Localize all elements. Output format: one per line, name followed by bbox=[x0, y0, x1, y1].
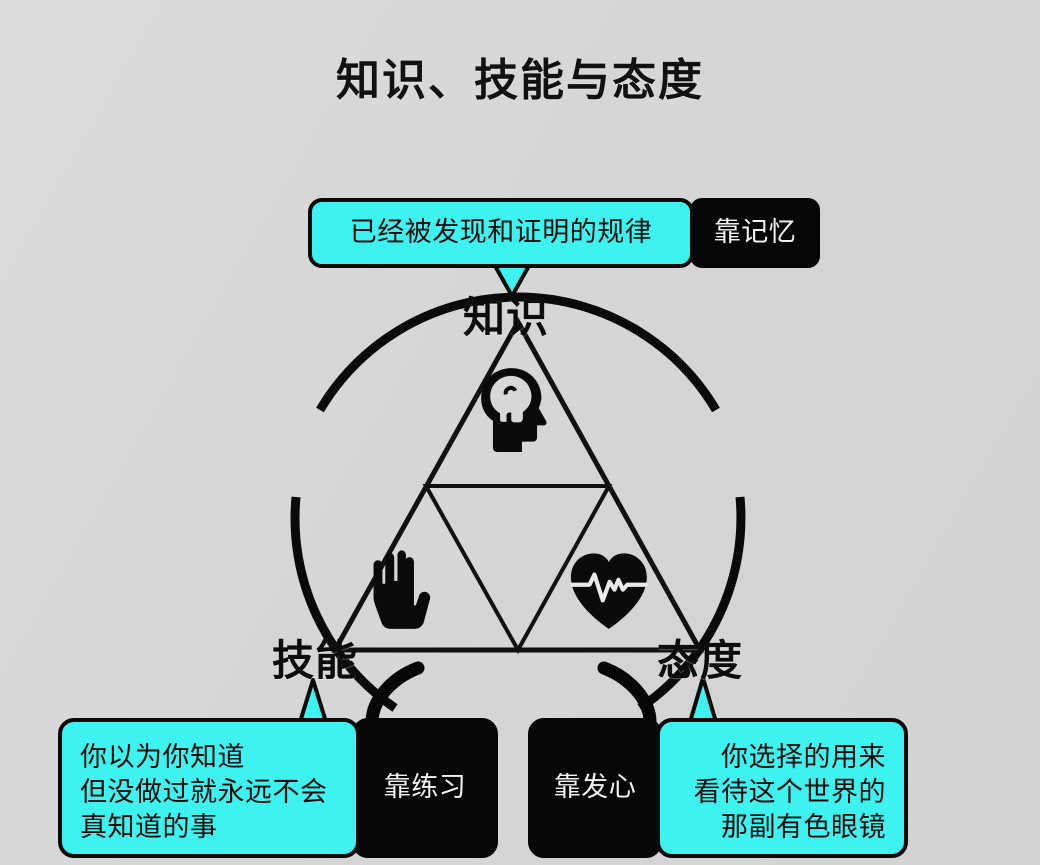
open-hand-icon bbox=[373, 550, 431, 629]
callout-attitude-description: 你选择的用来 看待这个世界的 那副有色眼镜 bbox=[656, 718, 908, 858]
head-brain-icon bbox=[481, 368, 547, 452]
arc-right bbox=[637, 496, 746, 712]
callout-skill-line-3: 真知道的事 bbox=[80, 812, 218, 843]
tail-attitude-method bbox=[597, 661, 657, 729]
callout-attitude-method: 靠发心 bbox=[528, 718, 662, 858]
callout-attitude-line-3: 那副有色眼镜 bbox=[721, 812, 886, 843]
vertex-label-attitude: 态度 bbox=[657, 639, 744, 685]
callout-skill-method: 靠练习 bbox=[352, 718, 498, 858]
heart-pulse-icon bbox=[569, 553, 648, 629]
arc-top bbox=[316, 292, 720, 413]
callout-knowledge-method: 靠记忆 bbox=[690, 198, 820, 268]
arc-left bbox=[290, 496, 398, 712]
callout-skill-line-2: 但没做过就永远不会 bbox=[80, 777, 328, 808]
callout-attitude-line-1: 你选择的用来 bbox=[721, 742, 886, 772]
callout-knowledge-description: 已经被发现和证明的规律 bbox=[308, 198, 694, 268]
callout-skill-method-text: 靠练习 bbox=[383, 772, 467, 803]
callout-skill-description-text: 你以为你知道 但没做过就永远不会 真知道的事 bbox=[80, 740, 356, 845]
tail-skill-method bbox=[365, 661, 425, 729]
inner-inverted-triangle bbox=[422, 484, 613, 655]
outer-circle-arcs bbox=[290, 292, 746, 712]
vertex-label-skill: 技能 bbox=[272, 639, 359, 685]
callout-knowledge-method-text: 靠记忆 bbox=[713, 217, 797, 248]
callout-skill-description: 你以为你知道 但没做过就永远不会 真知道的事 bbox=[58, 718, 360, 858]
vertex-label-knowledge: 知识 bbox=[463, 296, 550, 342]
callout-knowledge-description-text: 已经被发现和证明的规律 bbox=[349, 217, 653, 248]
callout-attitude-method-text: 靠发心 bbox=[553, 772, 637, 803]
callout-skill-line-1: 你以为你知道 bbox=[80, 742, 245, 772]
callout-attitude-line-2: 看待这个世界的 bbox=[693, 777, 886, 808]
callout-attitude-description-text: 你选择的用来 看待这个世界的 那副有色眼镜 bbox=[660, 740, 886, 845]
callout-tails bbox=[298, 262, 718, 729]
page-title: 知识、技能与态度 bbox=[336, 56, 704, 105]
